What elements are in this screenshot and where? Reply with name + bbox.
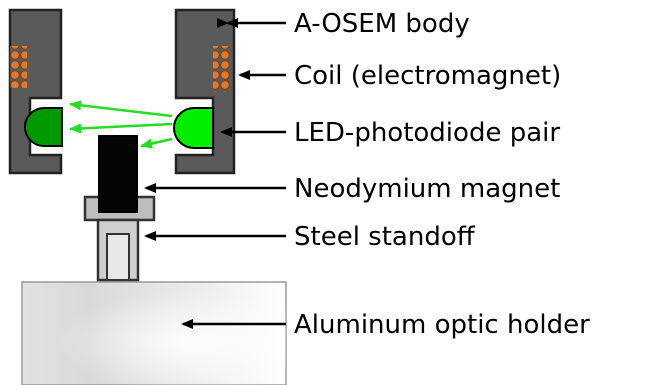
label-led-photodiode: LED-photodiode pair — [294, 118, 560, 148]
osem-body-left — [8, 8, 63, 175]
led — [173, 107, 214, 149]
label-standoff: Steel standoff — [294, 222, 476, 252]
label-coil: Coil (electromagnet) — [294, 61, 561, 91]
coil-left — [10, 46, 27, 88]
neodymium-magnet — [98, 135, 138, 213]
light-beams — [69, 100, 173, 149]
beam-middle — [69, 122, 173, 134]
coil-right — [213, 46, 230, 92]
aluminum-optic-holder — [21, 281, 287, 385]
photodiode — [24, 107, 63, 147]
label-holder: Aluminum optic holder — [294, 310, 590, 340]
beam-lower — [140, 137, 173, 149]
arrowheads — [144, 18, 250, 329]
beam-upper — [69, 100, 173, 118]
label-magnet: Neodymium magnet — [294, 174, 560, 204]
label-osem-body: A-OSEM body — [294, 9, 470, 39]
osem-body-right — [174, 8, 236, 175]
